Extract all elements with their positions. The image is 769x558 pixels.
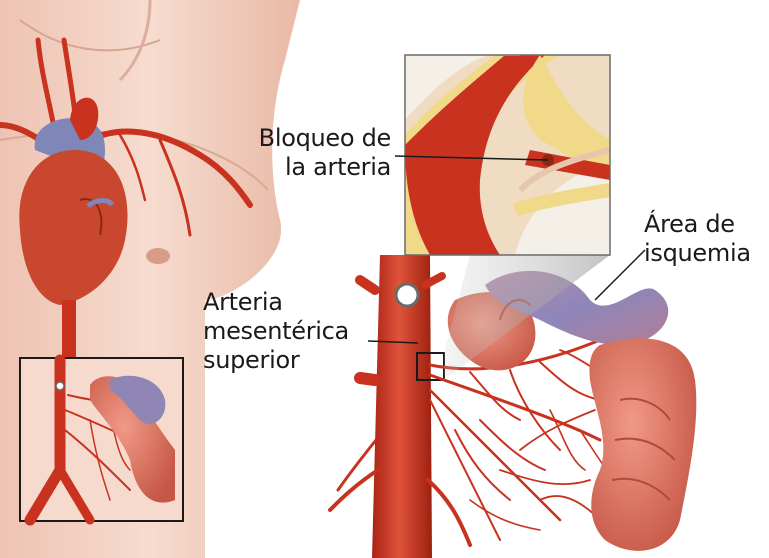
artery-label-line3: superior [203, 346, 349, 375]
main-aorta [330, 255, 470, 558]
artery-label-line2: mesentérica [203, 317, 349, 346]
artery-closeup [405, 55, 610, 255]
blockage-label: Bloqueo de la arteria [241, 124, 391, 182]
celiac-ring [396, 284, 418, 306]
ischemia-label-line1: Área de [644, 210, 751, 239]
small-inset [20, 358, 183, 521]
blockage-label-line1: Bloqueo de [241, 124, 391, 153]
nipple [146, 248, 170, 264]
ischemia-label: Área de isquemia [644, 210, 751, 268]
artery-label: Arteria mesentérica superior [203, 288, 349, 375]
ischemia-label-line2: isquemia [644, 239, 751, 268]
artery-label-line1: Arteria [203, 288, 349, 317]
blockage-label-line2: la arteria [241, 153, 391, 182]
